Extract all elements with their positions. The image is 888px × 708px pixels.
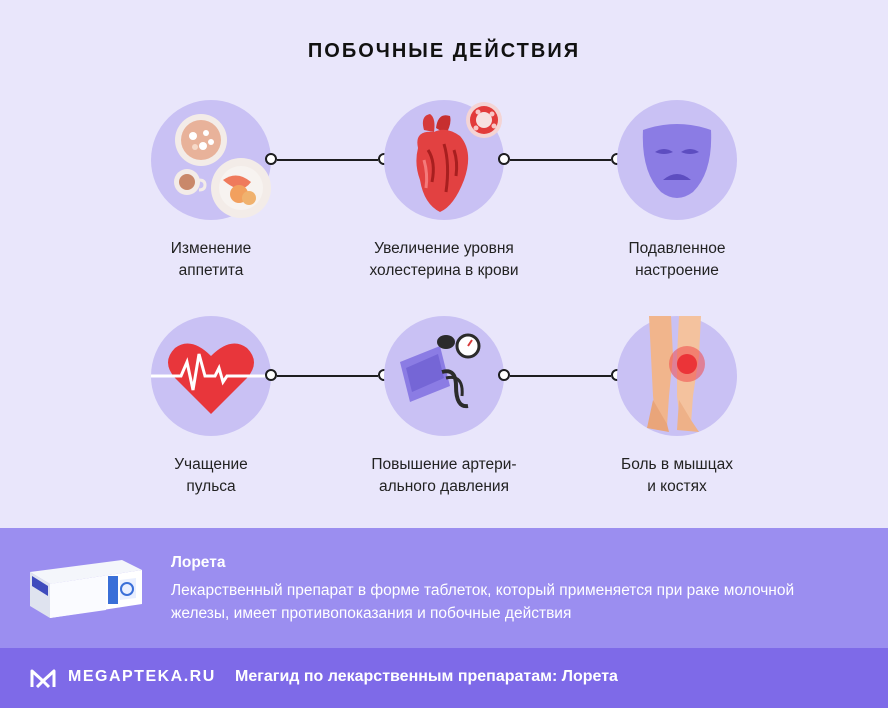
painful-legs-icon bbox=[647, 316, 705, 432]
drug-info-band: Лорета Лекарственный препарат в форме та… bbox=[0, 528, 888, 648]
heart-organ-icon bbox=[416, 102, 502, 212]
mood-circle bbox=[617, 100, 737, 220]
connector-dot bbox=[265, 153, 277, 165]
megapteka-logo-icon[interactable] bbox=[30, 667, 56, 689]
blood-pressure-monitor-icon bbox=[400, 333, 481, 409]
connector-3 bbox=[277, 375, 378, 377]
drug-description: Лекарственный препарат в форме таблеток,… bbox=[171, 582, 795, 622]
pulse-circle bbox=[151, 316, 271, 436]
effect-caption-5: Повышение артери-ального давления bbox=[371, 456, 517, 495]
connector-dot bbox=[498, 153, 510, 165]
logo-text[interactable]: MEGAPTEKA.RU bbox=[68, 668, 216, 685]
cholesterol-circle bbox=[384, 100, 504, 220]
connector-dot bbox=[265, 369, 277, 381]
connector-4 bbox=[510, 375, 611, 377]
appetite-circle bbox=[151, 100, 271, 220]
footer: MEGAPTEKA.RU Мегагид по лекарственным пр… bbox=[0, 648, 888, 708]
pressure-circle bbox=[384, 316, 504, 436]
connector-1 bbox=[277, 159, 378, 161]
pain-circle bbox=[617, 316, 737, 436]
connector-2 bbox=[510, 159, 611, 161]
drug-name: Лорета bbox=[171, 554, 226, 571]
medicine-pack-image bbox=[30, 560, 142, 618]
footer-guide-text: Мегагид по лекарственным препаратам: Лор… bbox=[235, 668, 618, 685]
sad-mask-icon bbox=[642, 124, 712, 198]
food-plates-icon bbox=[174, 114, 271, 218]
page-title: ПОБОЧНЫЕ ДЕЙСТВИЯ bbox=[307, 40, 581, 62]
connector-dot bbox=[498, 369, 510, 381]
heartbeat-icon bbox=[151, 343, 271, 414]
